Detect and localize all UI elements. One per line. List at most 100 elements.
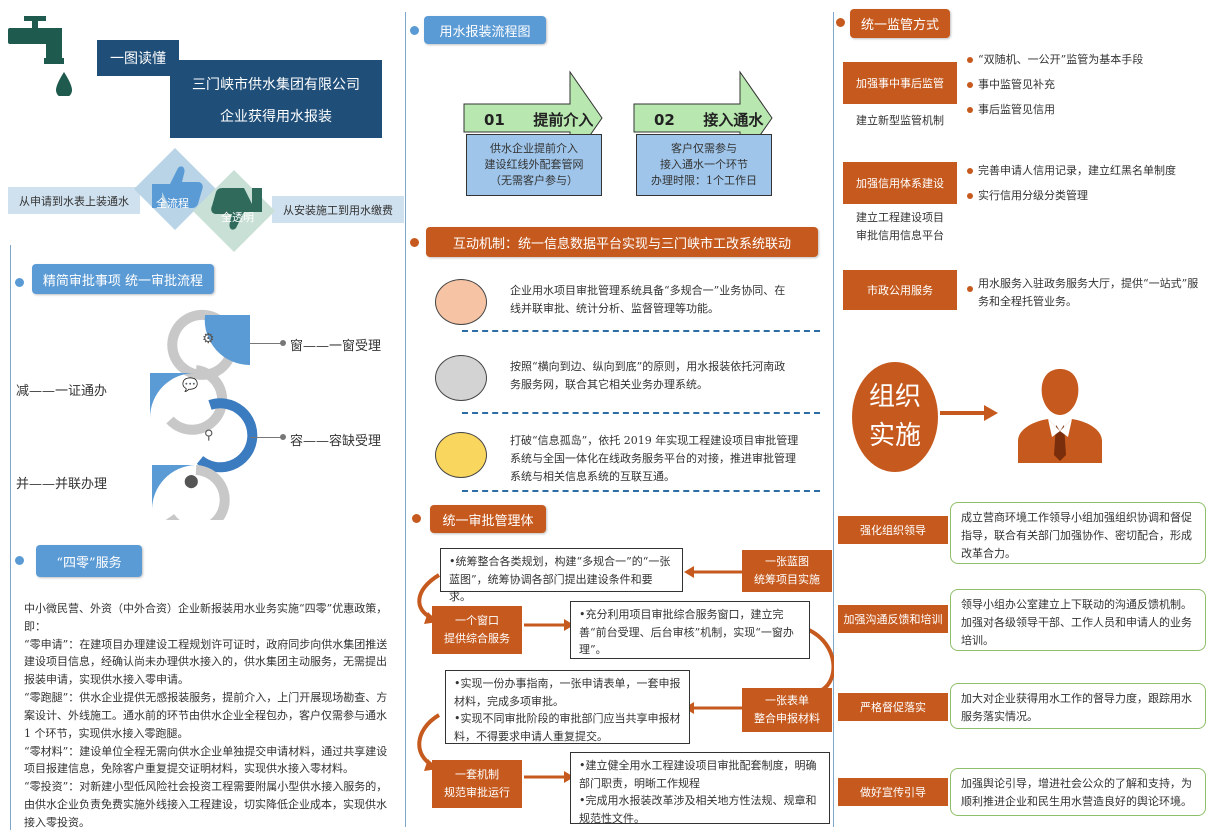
thumbs-up-icon — [152, 166, 203, 208]
faucet-icon — [8, 16, 72, 96]
bullet-dot — [967, 286, 973, 292]
bullet-dot — [967, 82, 973, 88]
streamline-item-2: 减——一证通办 — [16, 384, 108, 399]
flow-step-2-header: 02 接入通水 — [654, 109, 763, 130]
intro-right-label: 从安装施工到用水缴费 — [272, 196, 404, 223]
bullet-dot — [967, 168, 973, 174]
supervision-sub-1: 建立新型监管机制 — [856, 114, 944, 127]
unified-text-2: •充分利用项目审批综合服务窗口，建立完善“前台受理、后台审核”机制，实现“一窗办… — [570, 601, 810, 659]
supervision-bullet-1-1: “双随机、一公开”监管为基本手段 — [978, 53, 1144, 66]
interact-divider — [462, 412, 820, 414]
organize-label-4: 做好宣传引导 — [838, 778, 948, 806]
streamline-item-4: 并——并联办理 — [16, 477, 108, 492]
four-zero-para: “零材料”：建设单位全程无需向供水企业单独提交申请材料，通过共享建设项目报建信息… — [24, 744, 388, 776]
location-icon: ⬤ — [184, 474, 199, 489]
supervision-bullet-1-3: 事后监管见信用 — [978, 103, 1055, 116]
bullet-dot — [967, 193, 973, 199]
thumb-right-text: 全透明 — [221, 211, 254, 224]
section-dot — [410, 26, 419, 35]
gear-icon: ⚙ — [202, 331, 215, 347]
header-title-line1: 三门峡市供水集团有限公司 — [192, 77, 360, 93]
organize-title-line1: 组织 — [868, 382, 921, 412]
four-zero-heading: “四零”服务 — [36, 545, 142, 577]
interact-circle-2 — [435, 355, 487, 401]
flow-step-1-num: 01 — [484, 111, 505, 129]
organize-label-2: 加强沟通反馈和培训 — [838, 605, 948, 633]
header-title-line2: 企业获得用水报装 — [220, 109, 332, 125]
four-zero-para: 中小微民营、外资（中外合资）企业新报装用水业务实施“四零”优惠政策，即： — [24, 602, 388, 633]
search-icon: ⚲ — [204, 428, 214, 443]
flow-step-1-header: 01 提前介入 — [484, 109, 593, 130]
supervision-bullet-2-2: 实行信用分级分类管理 — [978, 189, 1088, 202]
section-dot — [15, 556, 24, 565]
interact-heading: 互动机制：统一信息数据平台实现与三门峡市工改系统联动 — [426, 227, 818, 257]
flow-heading: 用水报装流程图 — [424, 16, 546, 44]
connector-dot — [280, 434, 286, 440]
four-zero-para: “零投资”：对新建小型低风险社会投资工程需要附属小型供水接入服务的，由供水企业负… — [24, 780, 388, 829]
interact-divider — [462, 330, 820, 332]
interact-text-2: 按照“横向到边、纵向到底”的原则，用水报装依托河南政务服务网，联合其它相关业务办… — [510, 360, 786, 392]
streamline-item-1: 窗——一窗受理 — [290, 339, 382, 354]
organize-text-1: 成立营商环境工作领导小组加强组织协调和督促指导，联合有关部门加强协作、密切配合，… — [950, 502, 1206, 564]
interact-circle-1 — [435, 279, 487, 325]
divider-left — [10, 245, 11, 830]
four-zero-body: 中小微民营、外资（中外合资）企业新报装用水业务实施“四零”优惠政策，即： “零申… — [24, 600, 396, 832]
person-icon — [1018, 369, 1102, 463]
organize-text-2: 领导小组办公室建立上下联动的沟通反馈机制。加强对各级领导干部、工作人员和申请人的… — [950, 589, 1206, 651]
supervision-sub-2: 建立工程建设项目 审批信用信息平台 — [856, 211, 944, 243]
section-dot — [412, 514, 421, 523]
unified-label-3: 一张表单 整合申报材料 — [742, 688, 832, 732]
bullet-dot — [967, 107, 973, 113]
flow-step-2-num: 02 — [654, 111, 675, 129]
four-zero-para: “零跑腿”：供水企业提供无感报装服务，提前介入，上门开展现场勘查、方案设计、外线… — [24, 691, 388, 740]
unified-text-1: •统筹整合各类规划，构建“多规合一”的“一张蓝图”，统筹协调各部门提出建设条件和… — [440, 548, 683, 603]
organize-label-1: 强化组织领导 — [838, 516, 948, 544]
connector-line — [250, 437, 285, 438]
unified-label-1: 一张蓝图 统筹项目实施 — [742, 550, 832, 592]
header-tag: 一图读懂 — [97, 40, 179, 76]
divider-2 — [833, 12, 834, 827]
interact-divider — [462, 490, 820, 492]
process-cycle-diagram — [150, 309, 258, 520]
flow-step-2-desc: 客户仅需参与 接入通水一个环节 办理时限：1个工作日 — [636, 134, 772, 196]
interact-circle-3 — [435, 432, 487, 478]
connector-dot — [280, 340, 286, 346]
header-title-box: 三门峡市供水集团有限公司 企业获得用水报装 — [170, 60, 382, 138]
supervision-label-1: 加强事中事后监管 — [843, 62, 957, 104]
flow-step-1-title: 提前介入 — [533, 111, 594, 129]
unified-text-3: •实现一份办事指南，一张申请表单，一套申报材料，完成多项审批。 •实现不同审批阶… — [445, 670, 690, 744]
organize-text-4: 加强舆论引导，增进社会公众的了解和支持，为顺利推进企业和民生用水营造良好的舆论环… — [950, 768, 1206, 816]
arrow-right-icon — [940, 405, 998, 421]
connector-line — [250, 343, 285, 344]
flow-step-2-title: 接入通水 — [703, 111, 764, 129]
streamline-item-3: 容——容缺受理 — [290, 434, 382, 449]
organize-text-3: 加大对企业获得用水工作的督导力度，跟踪用水服务落实情况。 — [950, 683, 1206, 729]
supervision-bullet-1-2: 事中监管见补充 — [978, 78, 1055, 91]
supervision-label-2: 加强信用体系建设 — [843, 162, 957, 204]
four-zero-para: “零申请”：在建项目办理建设工程规划许可证时，政府同步向供水集团推送建设项目信息… — [24, 637, 388, 687]
divider-1 — [405, 12, 406, 827]
interact-text-1: 企业用水项目审批管理系统具备“多规合一”业务协同、在线并联审批、统计分析、监督管… — [510, 284, 786, 316]
unified-label-4: 一套机制 规范审批运行 — [432, 760, 522, 808]
interact-text-3: 打破“信息孤岛”，依托 2019 年实现工程建设项目审批管理系统与全国一体化在线… — [510, 434, 799, 484]
unified-heading: 统一审批管理体 — [430, 505, 546, 533]
unified-text-4: •建立健全用水工程建设项目审批配套制度，明确部门职责，明晰工作规程 •完成用水报… — [570, 752, 830, 825]
organize-badge: 组织 实施 — [852, 362, 938, 472]
thumb-left-text: 全流程 — [156, 197, 189, 210]
flow-step-1-desc: 供水企业提前介入 建设红线外配套管网 （无需客户参与） — [466, 134, 602, 196]
unified-label-2: 一个窗口 提供综合服务 — [432, 606, 522, 654]
bullet-dot — [967, 57, 973, 63]
streamline-heading: 精简审批事项 统一审批流程 — [32, 264, 214, 294]
section-dot — [836, 18, 845, 27]
thumbs-down-icon — [211, 188, 262, 230]
supervision-bullet-2-1: 完善申请人信用记录，建立红黑名单制度 — [978, 164, 1176, 177]
supervision-bullet-3-1: 用水服务入驻政务服务大厅，提供“一站式”服务和全程托管业务。 — [978, 277, 1199, 309]
organize-label-3: 严格督促落实 — [838, 693, 948, 721]
section-dot — [410, 238, 419, 247]
intro-left-label: 从申请到水表上装通水 — [8, 187, 140, 214]
section-dot — [15, 278, 24, 287]
organize-title-line2: 实施 — [868, 421, 921, 451]
supervision-label-3: 市政公用服务 — [843, 270, 957, 310]
supervision-heading: 统一监管方式 — [850, 9, 950, 38]
chat-icon: 💬 — [182, 378, 199, 393]
